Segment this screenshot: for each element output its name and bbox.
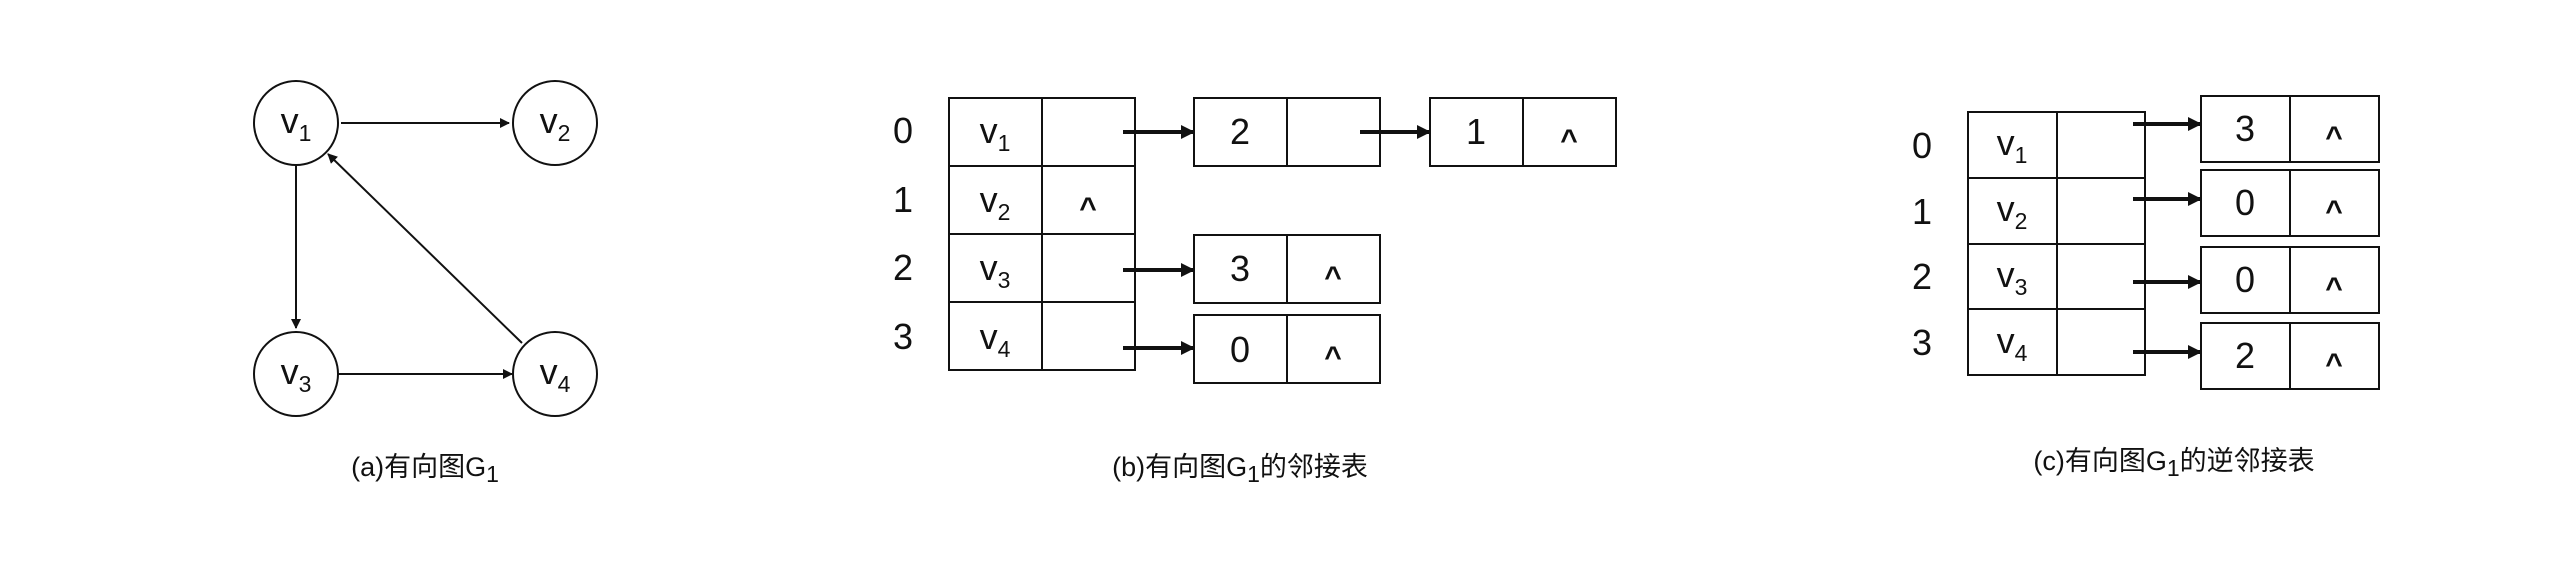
row-index: 3 (1912, 322, 1932, 363)
null-pointer: ^ (2325, 272, 2343, 305)
vertex-label: v (540, 100, 558, 141)
list-node: 0 ^ (2200, 246, 2380, 314)
svg-text:v1: v1 (281, 100, 312, 146)
svg-text:v3: v3 (281, 351, 312, 397)
node-index: 0 (2235, 259, 2255, 300)
vertex-label: v (540, 351, 558, 392)
node-index: 2 (2235, 335, 2255, 376)
vertex-v1: v1 (253, 80, 339, 166)
node-index: 0 (2235, 182, 2255, 223)
directed-graph: v1 v2 v3 v4 (a)有向图G1 (253, 80, 598, 487)
vertex-subscript: 3 (299, 371, 312, 397)
null-pointer: ^ (2325, 195, 2343, 228)
svg-text:v4: v4 (540, 351, 571, 397)
svg-text:v2: v2 (540, 100, 571, 146)
vertex-circle (253, 80, 339, 166)
vertex-v3: v3 (253, 331, 339, 417)
vertex-circle (512, 331, 598, 417)
null-pointer: ^ (1324, 341, 1342, 374)
node-index: 3 (1230, 248, 1250, 289)
vertex-subscript: 1 (299, 120, 312, 146)
null-pointer: ^ (1324, 261, 1342, 294)
list-node: 0 ^ (2200, 169, 2380, 237)
node-index: 3 (2235, 108, 2255, 149)
list-node: 2 (1193, 97, 1381, 167)
null-pointer: ^ (1079, 192, 1097, 225)
inverse-head-table: v1 v2 v3 v4 (1967, 111, 2146, 376)
vertex-subscript: 2 (558, 120, 571, 146)
caption-a: (a)有向图G1 (351, 452, 499, 487)
row-index: 0 (893, 110, 913, 151)
row-index: 0 (1912, 125, 1932, 166)
head-vertex: v2 (1997, 188, 2028, 234)
row-index: 2 (1912, 256, 1932, 297)
list-node: 3 ^ (2200, 95, 2380, 163)
node-index: 1 (1466, 111, 1486, 152)
caption-c: (c)有向图G1的逆邻接表 (2033, 446, 2314, 481)
vertex-subscript: 4 (558, 371, 571, 397)
inverse-indices: 0 1 2 3 (1912, 125, 1932, 363)
head-vertex: v4 (980, 316, 1011, 362)
list-node: 1 ^ (1429, 97, 1617, 167)
inverse-adjacency-list: 0 1 2 3 v1 v2 v3 v4 3 ^ (1912, 95, 2380, 481)
row-index: 1 (893, 179, 913, 220)
head-vertex: v2 (980, 179, 1011, 225)
caption-b: (b)有向图G1的邻接表 (1112, 452, 1368, 487)
vertex-label: v (281, 351, 299, 392)
list-node: 2 ^ (2200, 322, 2380, 390)
null-pointer: ^ (2325, 121, 2343, 154)
vertex-circle (253, 331, 339, 417)
head-vertex: v1 (1997, 122, 2028, 168)
edge-v4-v1 (327, 153, 523, 344)
list-node: 0 ^ (1193, 314, 1381, 384)
vertex-label: v (281, 100, 299, 141)
node-index: 0 (1230, 329, 1250, 370)
vertex-circle (512, 80, 598, 166)
list-node: 3 ^ (1193, 234, 1381, 304)
head-vertex: v4 (1997, 320, 2028, 366)
vertex-v2: v2 (512, 80, 598, 166)
adjacency-list: 0 1 2 3 v1 v2 v3 v4 ^ 2 1 (893, 97, 1617, 487)
row-index: 1 (1912, 191, 1932, 232)
adjacency-indices: 0 1 2 3 (893, 110, 913, 357)
head-vertex: v3 (980, 247, 1011, 293)
row-index: 3 (893, 316, 913, 357)
head-table: v1 v2 v3 v4 ^ (948, 97, 1136, 371)
head-vertex: v3 (1997, 254, 2028, 300)
head-vertex: v1 (980, 110, 1011, 156)
vertex-v4: v4 (512, 331, 598, 417)
row-index: 2 (893, 247, 913, 288)
null-pointer: ^ (2325, 348, 2343, 381)
null-pointer: ^ (1560, 124, 1578, 157)
node-index: 2 (1230, 111, 1250, 152)
